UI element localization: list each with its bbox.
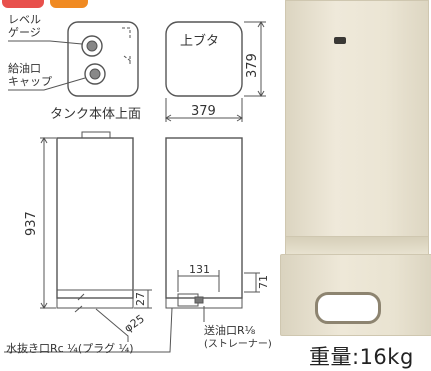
level-gauge-label-1: レベル — [8, 13, 41, 26]
tank-top-view — [67, 21, 139, 97]
port-height-dimension: 71 — [257, 275, 270, 289]
tank-photo — [280, 0, 431, 340]
top-view-caption: タンク本体上面 — [50, 107, 142, 122]
fill-cap-icon — [84, 63, 106, 85]
tank-handle-hole — [315, 292, 381, 324]
lid-label: 上ブタ — [180, 34, 220, 49]
supply-label-1: 送油口R⅛ — [204, 324, 256, 337]
level-gauge-label-2: ゲージ — [8, 26, 41, 39]
tank-label-plate — [334, 37, 346, 44]
tank-front-view — [56, 137, 134, 299]
lid-depth-dimension: 379 — [245, 53, 260, 78]
badge-left — [2, 0, 44, 8]
tank-side-view — [165, 137, 243, 299]
drain-height-dimension: 27 — [134, 292, 147, 306]
weight-label: 重量:16kg — [309, 345, 414, 369]
badge-right — [50, 0, 88, 8]
level-gauge-icon — [81, 35, 103, 57]
drain-label: 水抜き口Rc ¼(プラグ ¼) — [6, 342, 134, 355]
supply-label-2: (ストレーナー) — [204, 339, 272, 350]
fill-port-label-1: 給油口 — [8, 62, 41, 75]
height-dimension: 937 — [24, 211, 39, 236]
fill-port-label-2: キャップ — [8, 75, 52, 88]
lid-width-dimension: 379 — [191, 104, 216, 119]
lid-view — [165, 21, 243, 97]
port-offset-dimension: 131 — [189, 263, 210, 276]
